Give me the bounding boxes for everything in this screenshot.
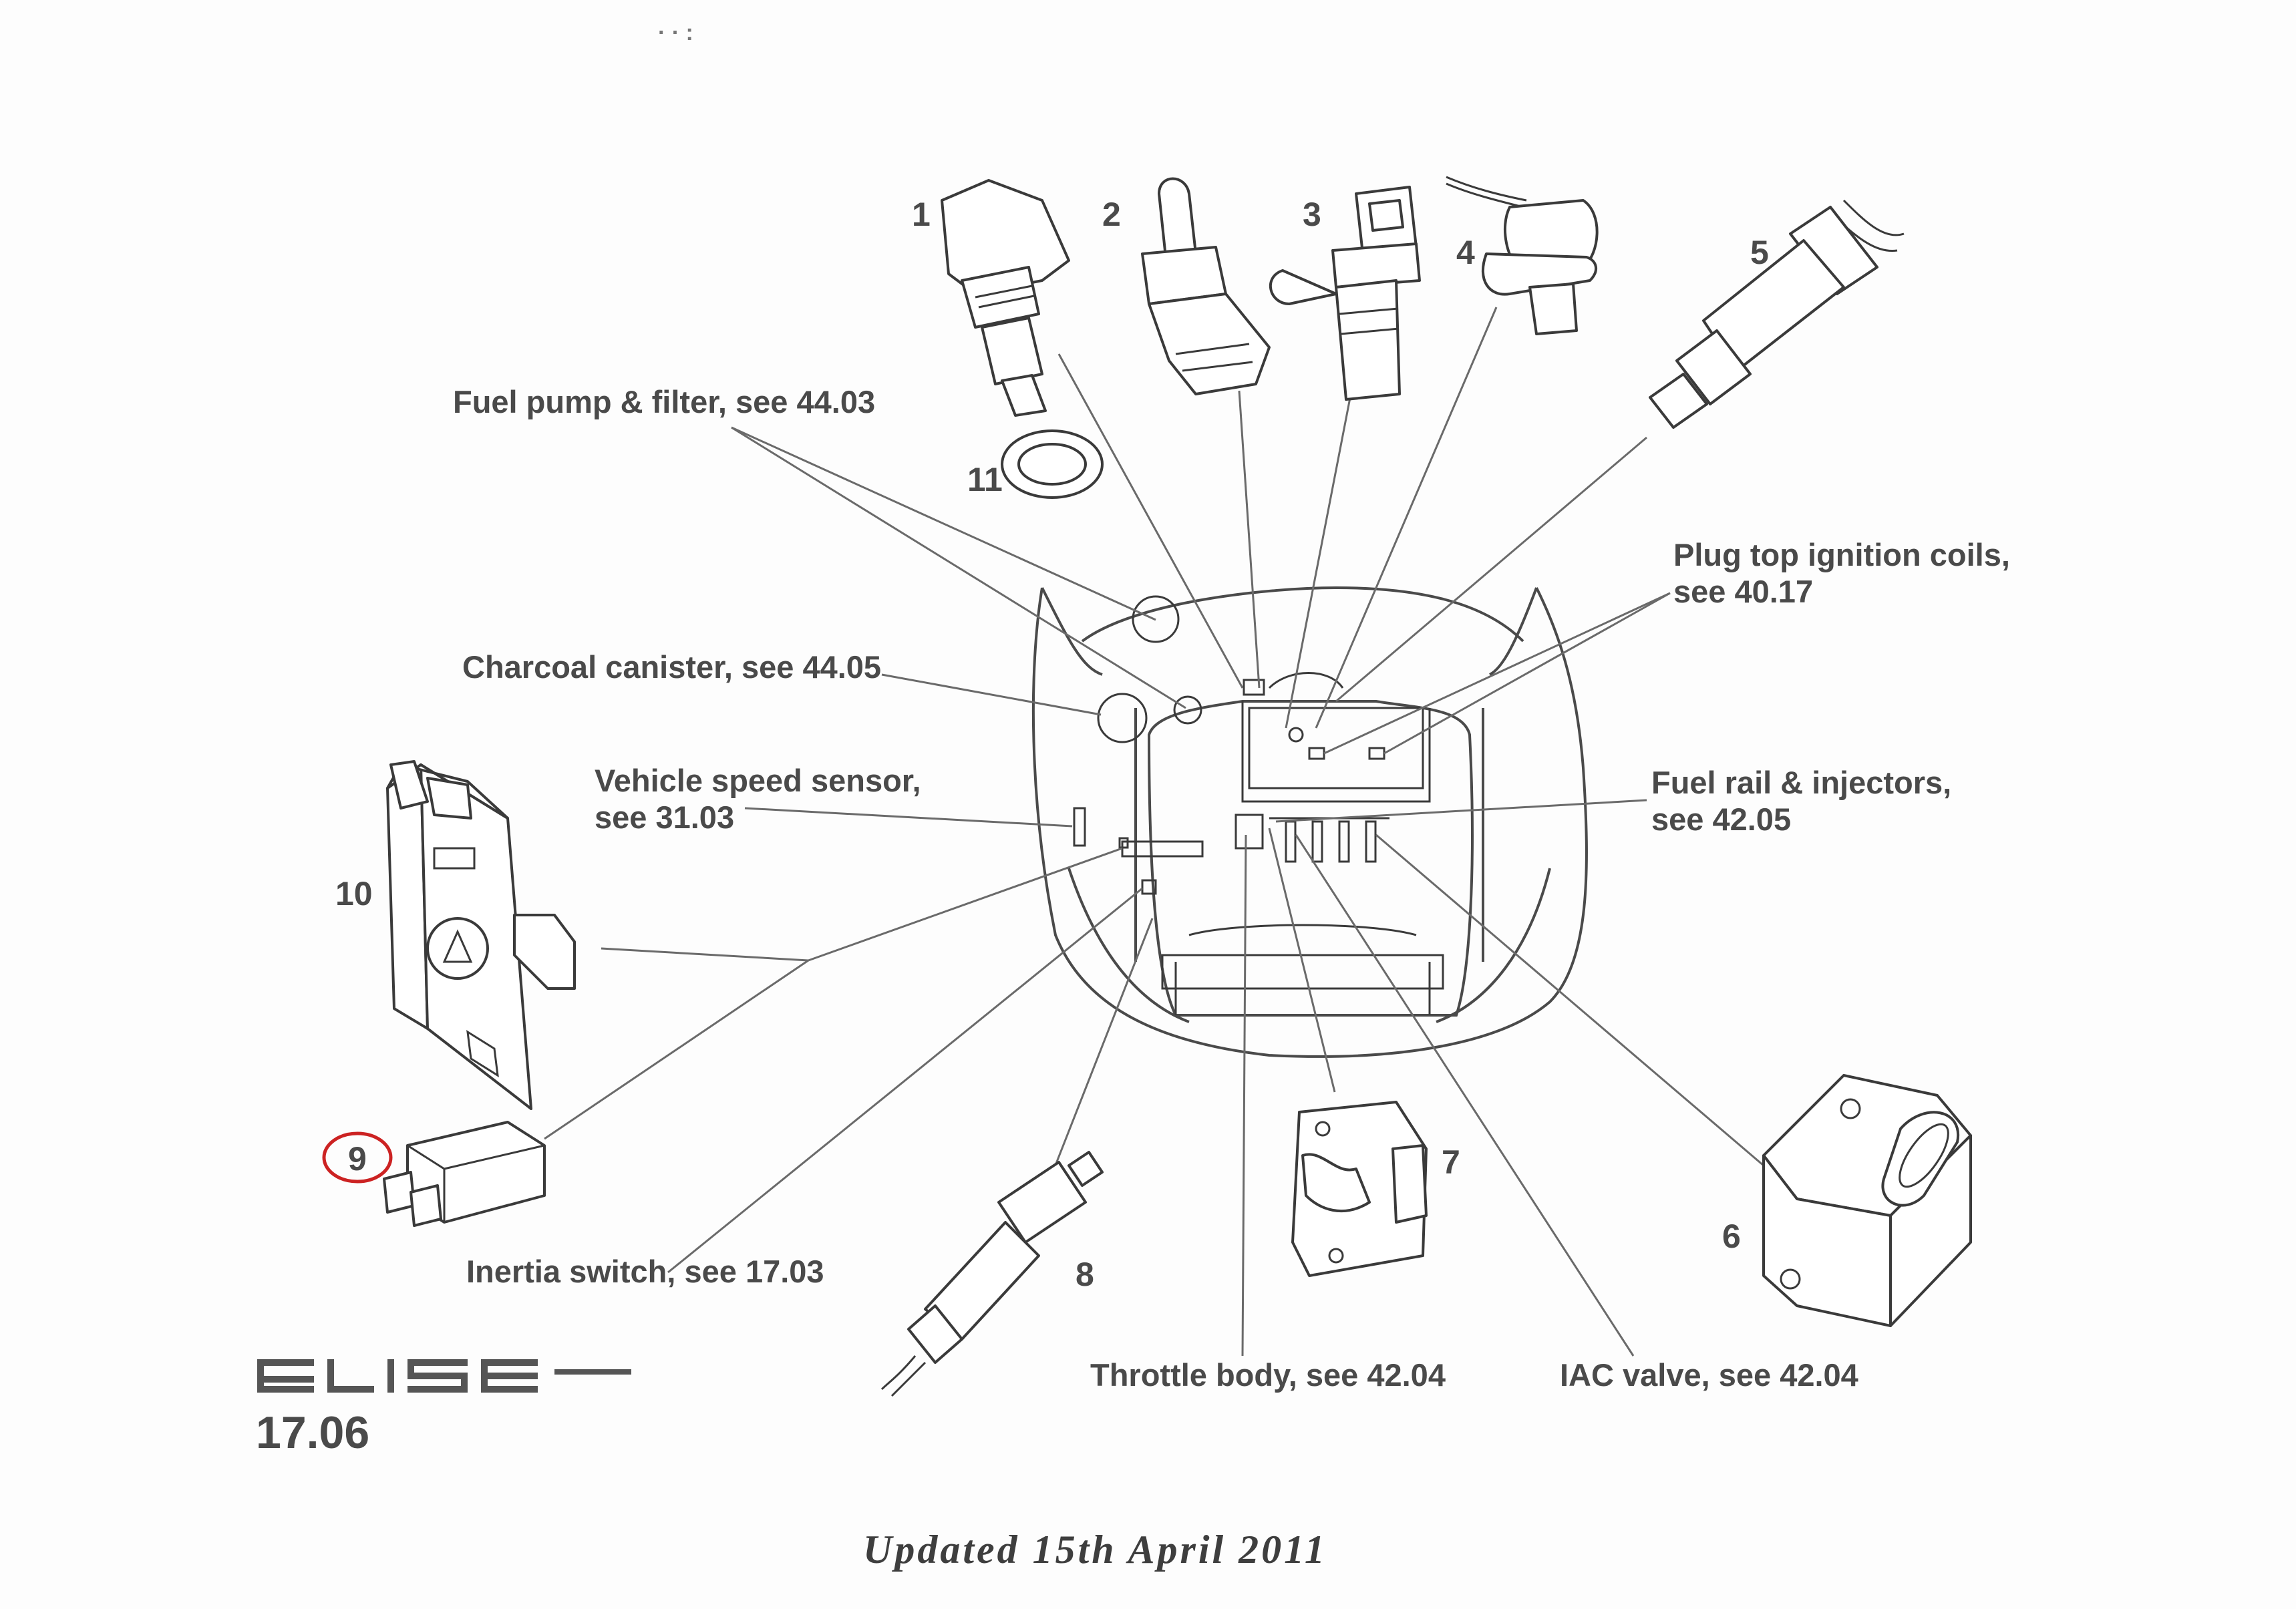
part-number-labels: 1 2 3 4 5 6 7 8 9 10 11 [335,196,1769,1293]
callout-ignition-line1: Plug top ignition coils, [1673,537,2010,572]
part-number-11: 11 [967,461,1003,498]
callout-iac-valve: IAC valve, see 42.04 [1560,1357,1858,1393]
part-number-5: 5 [1750,234,1769,271]
part-2-air-temp-sensor-illustration [1141,177,1271,395]
part-number-10: 10 [335,875,373,912]
part-3-cam-sensor-illustration [1269,186,1421,401]
part-number-1: 1 [912,196,931,233]
part-1-coolant-sensor-illustration [941,179,1070,417]
car-outline [1031,586,1588,1058]
elise-logo [257,1359,631,1393]
callout-charcoal-canister: Charcoal canister, see 44.05 [462,649,881,685]
callout-throttle-body: Throttle body, see 42.04 [1090,1357,1446,1393]
part-8-oxygen-sensor-illustration [880,1151,1104,1397]
callout-vss-line2: see 31.03 [595,799,734,835]
callout-fuel-rail-line1: Fuel rail & injectors, [1651,765,1951,800]
footer-updated-date: Updated 15th April 2011 [863,1528,1327,1572]
highlight-circle-part-9 [322,1131,393,1184]
part-4-crank-sensor-illustration [1446,176,1599,335]
page-number: 17.06 [256,1407,369,1458]
part-number-7: 7 [1442,1143,1460,1181]
part-5-oxygen-sensor-illustration [1649,199,1905,429]
part-10-ecu-illustration [386,760,576,1110]
callout-labels: Fuel pump & filter, see 44.03 Charcoal c… [453,384,2010,1393]
callout-inertia-switch: Inertia switch, see 17.03 [466,1254,824,1289]
header-marks: · · : [658,20,693,45]
part-number-4: 4 [1456,234,1475,271]
part-number-6: 6 [1722,1218,1741,1255]
part-6-map-sensor-illustration [1762,1074,1972,1327]
callout-fuel-pump: Fuel pump & filter, see 44.03 [453,384,875,419]
callout-fuel-rail-line2: see 42.05 [1651,801,1791,837]
injectors [1269,817,1389,863]
part-number-9: 9 [348,1140,367,1178]
part-number-3: 3 [1303,196,1321,233]
part-9-relay-module-illustration [383,1121,546,1227]
part-number-2: 2 [1102,196,1121,233]
callout-ignition-line2: see 40.17 [1673,574,1813,609]
callout-vss-line1: Vehicle speed sensor, [595,763,921,798]
part-11-washer-illustration [1001,429,1104,499]
part-number-8: 8 [1076,1256,1094,1293]
part-7-tps-illustration [1291,1101,1428,1277]
leader-lines [544,307,1764,1357]
